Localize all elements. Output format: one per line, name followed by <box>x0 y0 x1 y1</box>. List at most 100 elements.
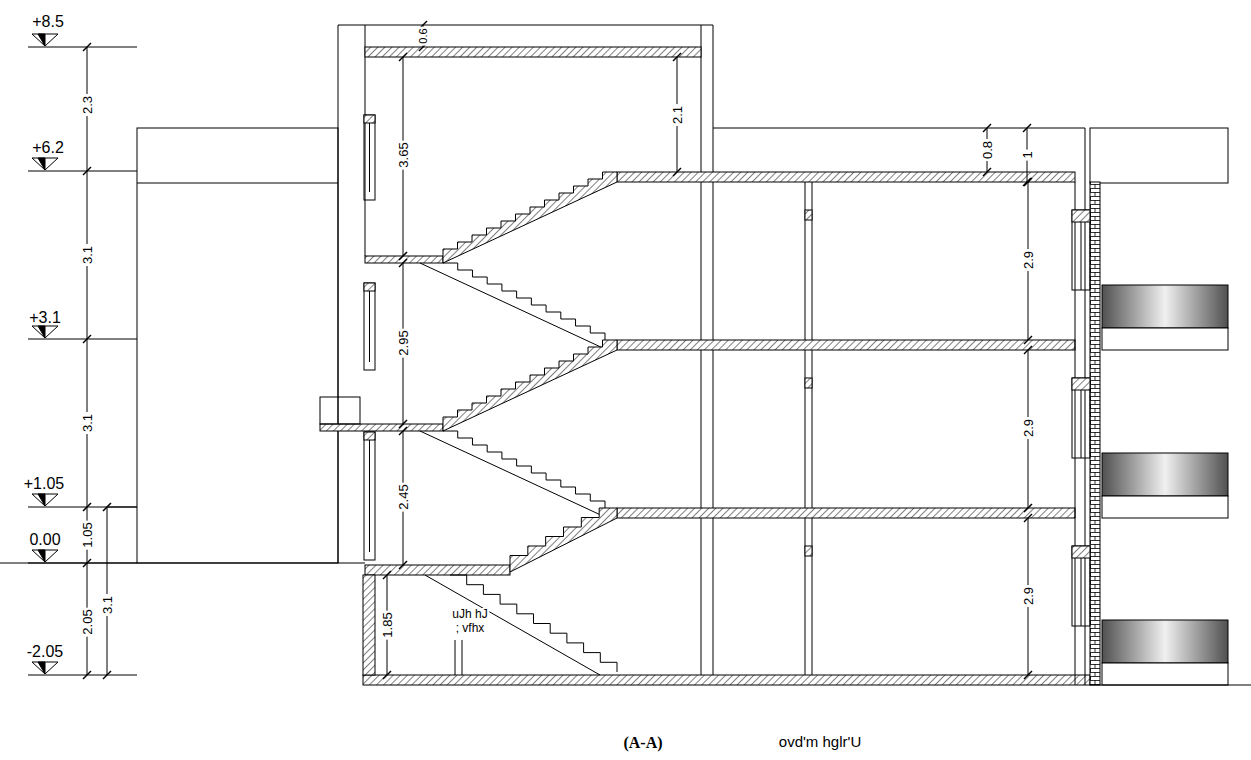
level-triangle <box>32 494 58 506</box>
dimension-tick <box>399 259 407 267</box>
level-line <box>28 675 137 676</box>
level-triangle-fill <box>38 662 45 674</box>
balcony-slab <box>1102 663 1228 685</box>
level-line <box>28 171 137 172</box>
stair-flight-cut <box>443 172 617 263</box>
brick-cladding <box>1090 182 1100 685</box>
level-triangle-fill <box>38 494 45 506</box>
dimension-tick <box>383 671 391 679</box>
level-text: +3.1 <box>27 310 63 326</box>
level-triangle-fill <box>38 34 45 46</box>
level-line <box>107 507 137 508</box>
window-lintel <box>1072 378 1090 390</box>
drawing-group <box>0 21 1251 685</box>
dimension-tick <box>1024 336 1032 344</box>
floor-slab <box>617 508 1075 518</box>
floor-slab <box>617 340 1075 350</box>
window-lintel <box>364 283 375 291</box>
partition-line <box>812 350 813 508</box>
column-line <box>462 640 463 675</box>
window <box>1072 210 1090 290</box>
level-triangle <box>32 662 58 674</box>
wall-line <box>338 25 339 563</box>
level-line <box>28 507 137 508</box>
balcony-railing <box>1102 285 1228 328</box>
caption-text: (A-A) <box>621 735 664 751</box>
dimension-text: 1 <box>1021 149 1034 160</box>
door-head <box>805 546 812 556</box>
window <box>1072 378 1090 458</box>
caption-text: ovd'm hglr'U <box>777 734 863 749</box>
wall-line <box>1085 182 1086 685</box>
annex-parapet-line <box>137 183 338 184</box>
level-triangle-fill <box>38 326 45 338</box>
stair-underside <box>420 431 605 517</box>
floor-slab <box>617 172 1075 182</box>
window-lintel <box>364 115 375 123</box>
dimension-text: 3.1 <box>81 412 94 434</box>
window-glass <box>1081 222 1082 290</box>
parapet-line <box>713 128 1085 129</box>
balcony-railing <box>1102 620 1228 663</box>
stair-underside <box>420 263 605 349</box>
dimension-text: 2.45 <box>397 482 410 511</box>
level-line <box>28 339 137 340</box>
dimension-tick <box>83 167 91 175</box>
partition-line <box>812 518 813 675</box>
dimension-tick <box>83 335 91 343</box>
annex-outline <box>137 128 338 563</box>
level-triangle-fill <box>38 550 45 562</box>
dimension-tick <box>673 168 681 176</box>
window <box>1072 546 1090 626</box>
level-triangle <box>32 550 58 562</box>
partition-line <box>805 350 806 508</box>
level-triangle <box>32 158 58 170</box>
door-head <box>805 210 812 220</box>
level-text: +1.05 <box>22 476 66 492</box>
level-text: -2.05 <box>25 644 65 660</box>
stair-flight-behind <box>443 431 605 508</box>
balcony-slab <box>1102 496 1228 518</box>
window-lintel <box>364 432 375 440</box>
level-triangle <box>32 326 58 338</box>
dimension-tick <box>1024 671 1032 679</box>
roof-overhang <box>1090 128 1228 183</box>
dimension-tick <box>983 168 991 176</box>
partition-line <box>805 518 806 675</box>
dimension-tick <box>399 252 407 260</box>
dimension-tick <box>399 561 407 569</box>
dimension-text: 0.8 <box>981 139 994 161</box>
wall-line <box>365 25 366 256</box>
dimension-tick <box>399 427 407 435</box>
level-triangle-fill <box>38 158 45 170</box>
dimension-tick <box>399 420 407 428</box>
dimension-tick <box>83 671 91 679</box>
stair-flight-cut <box>510 508 617 572</box>
stair-landing <box>365 565 510 575</box>
dimension-tick <box>1023 124 1031 132</box>
dimension-text: 2.9 <box>1022 249 1035 271</box>
partition-line <box>805 182 806 340</box>
dimension-text: 3.65 <box>397 140 410 169</box>
parapet-line <box>1085 128 1086 182</box>
window-lintel <box>1072 210 1090 222</box>
stair-underside <box>425 575 600 675</box>
stair-flight-cut <box>443 340 617 431</box>
dimension-tick <box>1024 346 1032 354</box>
window <box>364 115 375 200</box>
window-glass <box>1081 390 1082 458</box>
dimension-text: 2.9 <box>1022 585 1035 607</box>
window-glass <box>369 291 370 362</box>
dimension-line <box>107 507 108 675</box>
dimension-tick <box>673 53 681 61</box>
balcony-slab <box>1102 328 1228 350</box>
window-glass <box>369 123 370 192</box>
stair-flight-behind <box>450 575 617 672</box>
dimension-text: 3.1 <box>101 594 114 616</box>
room-label: ; vfhx <box>454 622 487 634</box>
dimension-tick <box>1023 178 1031 186</box>
dimension-text: 2.95 <box>397 328 410 357</box>
